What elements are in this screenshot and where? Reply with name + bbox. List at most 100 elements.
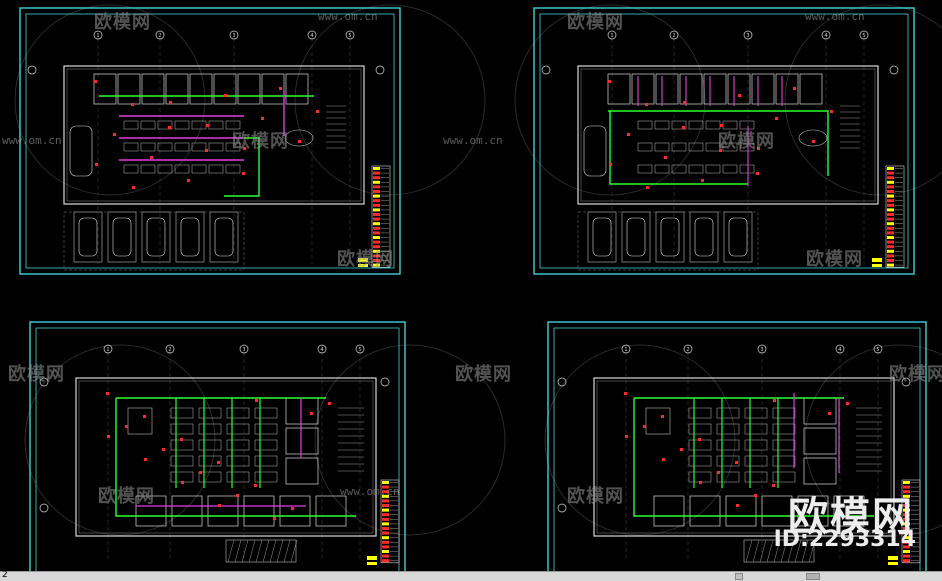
legend-swatch [373, 171, 380, 175]
legend-swatch [887, 236, 894, 239]
office-room [213, 73, 237, 105]
electrical-device [643, 425, 646, 428]
meeting-table [284, 129, 314, 147]
drawing-border [19, 7, 401, 275]
electrical-device [661, 415, 664, 418]
desk [772, 423, 796, 435]
office-room [261, 73, 285, 105]
legend-swatch [382, 494, 389, 498]
desk [157, 120, 173, 130]
legend-swatch [887, 222, 894, 226]
grid-bubble [103, 344, 113, 354]
desk [671, 164, 687, 174]
office-room [803, 397, 837, 425]
desk [157, 142, 173, 152]
legend-swatch [382, 536, 389, 540]
desk [254, 455, 278, 467]
building-outline [593, 377, 895, 537]
scroll-left-button[interactable] [735, 573, 743, 580]
drawing-border [533, 7, 915, 275]
grid-bubble [901, 377, 911, 387]
desk [140, 164, 156, 174]
desk [772, 407, 796, 419]
grid-bubble [889, 65, 899, 75]
hatch-line [787, 539, 795, 563]
legend-swatch [903, 494, 910, 498]
desk [688, 471, 712, 483]
grid-bubble-label: 5 [862, 33, 865, 39]
legend-swatch [887, 263, 894, 267]
electrical-device [608, 80, 611, 83]
legend-swatch [903, 504, 910, 507]
electrical-device [218, 504, 221, 507]
legend-frame [380, 479, 400, 564]
desk [705, 164, 721, 174]
desk [716, 439, 740, 451]
office-room [285, 397, 319, 425]
watermark-text: 欧模网 [8, 364, 65, 385]
parking-bay [655, 211, 685, 263]
electrical-device [809, 507, 812, 510]
office-room [607, 73, 631, 105]
legend-swatch [373, 176, 380, 180]
grid-bubble-label: 3 [232, 33, 235, 39]
legend-swatch [382, 554, 389, 558]
electrical-device [150, 156, 153, 159]
watermark-url: www.om.cn [318, 10, 378, 23]
desk [688, 455, 712, 467]
hatch-line [241, 539, 249, 563]
desk [191, 164, 207, 174]
watermark-ring [784, 4, 942, 196]
parking-bay [689, 211, 719, 263]
title-block-mark [358, 264, 368, 267]
legend-frame [885, 165, 905, 268]
legend-swatch [903, 545, 910, 549]
electrical-device [106, 392, 109, 395]
grid-bubble-label: 1 [96, 33, 99, 39]
desk [174, 142, 190, 152]
grid-bubble [557, 377, 567, 387]
hatch-line [255, 539, 263, 563]
title-block-mark [872, 264, 882, 267]
desk [739, 120, 755, 130]
hatch-line [248, 539, 256, 563]
electrical-device [180, 438, 183, 441]
legend-swatch [903, 559, 910, 563]
legend-swatch [382, 531, 389, 535]
car-symbol [214, 217, 234, 257]
watermark-text: 欧模网 [98, 486, 155, 507]
site-brand-logo: 欧模网 [788, 494, 914, 540]
parking-area [63, 211, 245, 271]
electrical-device [217, 461, 220, 464]
desk [637, 142, 653, 152]
legend-swatch [373, 259, 380, 262]
watermark-text: 欧模网 [567, 12, 624, 33]
grid-bubble [345, 30, 355, 40]
wire-run [224, 137, 260, 197]
drawing-inner-border [539, 13, 909, 269]
grid-bubble-label: 5 [358, 347, 361, 353]
grid-bubble-label: 2 [158, 33, 161, 39]
electrical-device [645, 103, 648, 106]
grid-bubble [621, 344, 631, 354]
office-room [171, 495, 203, 527]
electrical-device [143, 415, 146, 418]
title-block-mark [367, 562, 377, 565]
desk [772, 455, 796, 467]
legend-swatch [373, 222, 380, 226]
office-room [279, 495, 311, 527]
legend-swatch [373, 254, 380, 258]
desk [123, 120, 139, 130]
scrollbar-thumb[interactable] [806, 573, 820, 580]
office-room [797, 495, 829, 527]
legend-swatch [887, 171, 894, 175]
desk [198, 439, 222, 451]
legend-frame [901, 479, 921, 564]
electrical-device [328, 402, 331, 405]
electrical-device [236, 494, 239, 497]
legend-swatch [887, 185, 894, 189]
office-room [725, 495, 757, 527]
grid-bubble [165, 344, 175, 354]
